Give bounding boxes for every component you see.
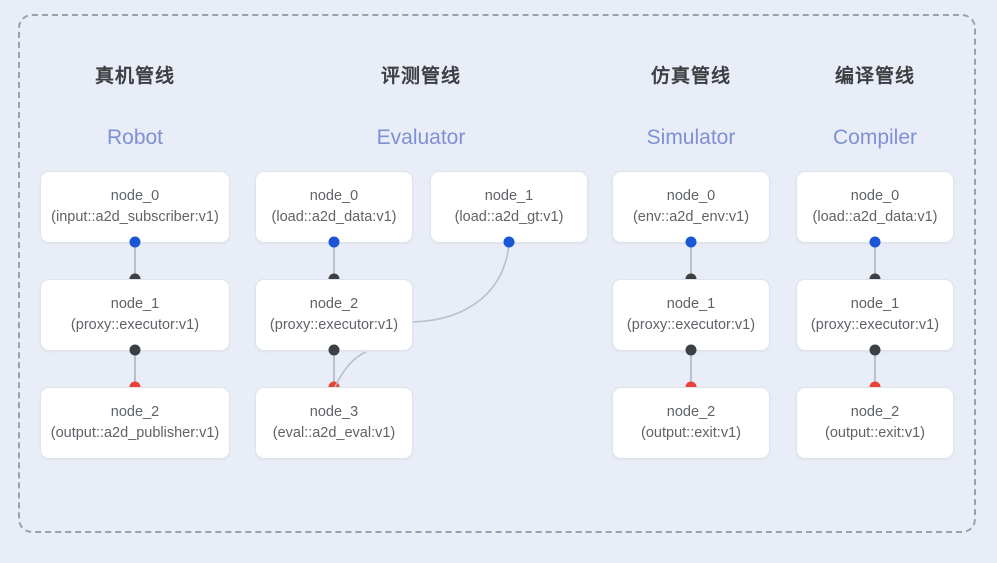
port-output-black[interactable] [685, 344, 697, 356]
node-card[interactable]: node_2 (proxy::executor:v1) [255, 279, 413, 351]
column-title-cn-simulator: 仿真管线 [650, 66, 731, 87]
node-name: node_1 [666, 295, 716, 312]
column-title-en-robot: Robot [106, 126, 164, 149]
node-card[interactable]: node_1 (load::a2d_gt:v1) [430, 171, 588, 243]
node-name: node_3 [309, 403, 359, 420]
node-spec: (eval::a2d_eval:v1) [272, 425, 396, 441]
column-title-en-simulator: Simulator [646, 126, 736, 149]
column-title-cn-compiler: 编译管线 [834, 66, 915, 87]
node-card[interactable]: node_0 (input::a2d_subscriber:v1) [40, 171, 230, 243]
edge-connector [874, 350, 876, 387]
node-card[interactable]: node_1 (proxy::executor:v1) [612, 279, 770, 351]
column-title-en-evaluator: Evaluator [376, 126, 466, 149]
port-output-blue[interactable] [869, 236, 881, 248]
column-title-cn-robot: 真机管线 [94, 66, 175, 87]
node-card[interactable]: node_0 (load::a2d_data:v1) [796, 171, 954, 243]
node-name: node_2 [309, 295, 359, 312]
node-name: node_0 [110, 187, 160, 204]
node-card[interactable]: node_2 (output::exit:v1) [612, 387, 770, 459]
node-name: node_2 [110, 403, 160, 420]
node-spec: (proxy::executor:v1) [810, 317, 940, 333]
node-card[interactable]: node_1 (proxy::executor:v1) [40, 279, 230, 351]
node-name: node_0 [309, 187, 359, 204]
node-spec: (load::a2d_gt:v1) [454, 209, 564, 225]
pipeline-group-frame [18, 14, 976, 533]
node-name: node_1 [484, 187, 534, 204]
node-spec: (output::exit:v1) [825, 425, 925, 441]
edge-connector [134, 350, 136, 387]
node-spec: (output::exit:v1) [641, 425, 741, 441]
node-card[interactable]: node_0 (env::a2d_env:v1) [612, 171, 770, 243]
node-spec: (input::a2d_subscriber:v1) [51, 209, 219, 225]
node-name: node_1 [110, 295, 160, 312]
node-spec: (proxy::executor:v1) [269, 317, 399, 333]
edge-connector [690, 242, 692, 279]
node-name: node_0 [666, 187, 716, 204]
port-output-blue[interactable] [503, 236, 515, 248]
node-spec: (load::a2d_data:v1) [271, 209, 397, 225]
node-spec: (env::a2d_env:v1) [632, 209, 750, 225]
edge-connector [690, 350, 692, 387]
column-title-cn-evaluator: 评测管线 [380, 66, 461, 87]
port-output-black[interactable] [869, 344, 881, 356]
node-name: node_0 [850, 187, 900, 204]
edge-connector [874, 242, 876, 279]
node-name: node_1 [850, 295, 900, 312]
node-spec: (proxy::executor:v1) [70, 317, 200, 333]
node-spec: (load::a2d_data:v1) [812, 209, 938, 225]
port-output-black[interactable] [328, 344, 340, 356]
node-name: node_2 [666, 403, 716, 420]
edge-connector [134, 242, 136, 279]
node-card[interactable]: node_2 (output::a2d_publisher:v1) [40, 387, 230, 459]
edge-connector [333, 350, 335, 387]
node-card[interactable]: node_1 (proxy::executor:v1) [796, 279, 954, 351]
node-card[interactable]: node_3 (eval::a2d_eval:v1) [255, 387, 413, 459]
column-title-en-compiler: Compiler [832, 126, 918, 149]
node-spec: (output::a2d_publisher:v1) [50, 425, 220, 441]
port-output-blue[interactable] [328, 236, 340, 248]
port-output-black[interactable] [129, 344, 141, 356]
node-card[interactable]: node_2 (output::exit:v1) [796, 387, 954, 459]
node-card[interactable]: node_0 (load::a2d_data:v1) [255, 171, 413, 243]
node-name: node_2 [850, 403, 900, 420]
edge-connector [333, 242, 335, 279]
port-output-blue[interactable] [685, 236, 697, 248]
node-spec: (proxy::executor:v1) [626, 317, 756, 333]
port-output-blue[interactable] [129, 236, 141, 248]
